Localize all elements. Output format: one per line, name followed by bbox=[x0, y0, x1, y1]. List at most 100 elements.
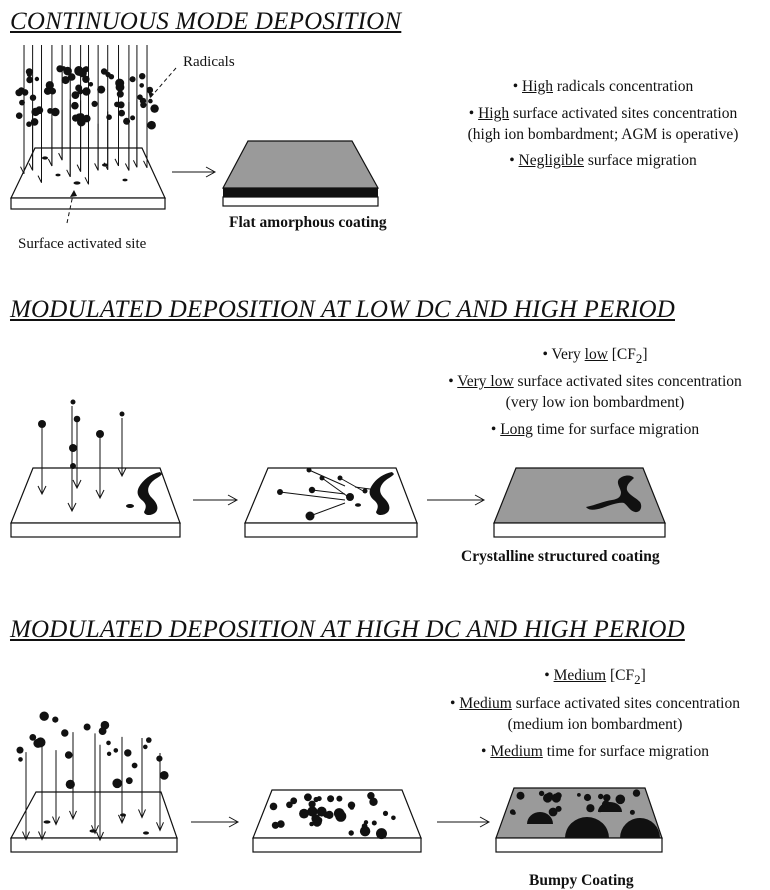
arrowhead bbox=[66, 45, 71, 178]
radical bbox=[304, 793, 312, 802]
radical bbox=[118, 109, 125, 117]
section2-heading: MODULATED DEPOSITION AT LOW DC AND HIGH … bbox=[10, 296, 675, 323]
arrowhead bbox=[91, 825, 99, 835]
radical bbox=[124, 749, 132, 757]
radical bbox=[307, 806, 318, 817]
nodule bbox=[538, 790, 545, 797]
section3-drawing bbox=[9, 711, 663, 853]
section2-bullet-2-detail: (very low ion bombardment) bbox=[505, 394, 685, 411]
arrowhead bbox=[132, 45, 138, 168]
radical bbox=[18, 757, 23, 762]
radical bbox=[115, 82, 125, 92]
radical bbox=[311, 814, 321, 823]
radical bbox=[30, 118, 39, 126]
radical bbox=[47, 108, 53, 114]
substrate-with-radicals bbox=[10, 45, 177, 224]
arrowhead bbox=[69, 810, 77, 821]
crystalline-structured-coating-illustration bbox=[493, 467, 666, 538]
section2-caption: Crystalline structured coating bbox=[461, 548, 660, 565]
radical bbox=[391, 815, 396, 821]
radical bbox=[16, 746, 24, 754]
radical bbox=[100, 68, 108, 75]
radical bbox=[64, 751, 73, 759]
nucleation-island bbox=[369, 472, 394, 515]
nodule bbox=[598, 808, 602, 813]
nucleation-island bbox=[137, 472, 162, 515]
arrowhead bbox=[76, 45, 82, 172]
radical bbox=[325, 810, 334, 820]
substrate-surface-migration bbox=[244, 467, 418, 538]
radical bbox=[269, 802, 278, 811]
radical bbox=[26, 121, 32, 127]
radical bbox=[290, 797, 298, 805]
radical bbox=[113, 748, 119, 753]
section3-caption: Bumpy Coating bbox=[529, 872, 634, 889]
section2-bullet-3: • Long time for surface migration bbox=[490, 421, 700, 438]
process-arrow bbox=[191, 816, 240, 828]
radical bbox=[71, 101, 79, 110]
radical bbox=[82, 66, 89, 73]
radical bbox=[316, 806, 327, 817]
radical bbox=[147, 120, 156, 130]
flat-amorphous-coating-illustration bbox=[222, 140, 380, 207]
radical bbox=[75, 84, 83, 92]
section3-bullet-1: • Medium [CF2] bbox=[544, 667, 646, 688]
radical bbox=[140, 101, 147, 109]
nodule bbox=[615, 794, 626, 805]
migrating-radicals bbox=[277, 467, 368, 521]
radical bbox=[333, 808, 345, 819]
nodule bbox=[577, 793, 581, 797]
substrate-radical-clustering bbox=[252, 789, 422, 853]
radical bbox=[271, 821, 279, 829]
arrowhead bbox=[84, 45, 90, 185]
nodule bbox=[551, 793, 561, 803]
radical bbox=[131, 762, 138, 769]
process-arrow bbox=[437, 816, 491, 828]
radical bbox=[61, 76, 70, 85]
radicals bbox=[38, 399, 134, 508]
radical bbox=[52, 716, 59, 723]
section1-drawing bbox=[10, 45, 380, 224]
radical-trajectories bbox=[22, 732, 164, 842]
radical bbox=[129, 76, 136, 83]
nodule bbox=[632, 789, 641, 797]
radical bbox=[108, 74, 115, 80]
radical bbox=[51, 107, 60, 117]
radical bbox=[19, 99, 25, 106]
radical bbox=[327, 795, 335, 803]
arrowhead bbox=[38, 831, 46, 841]
arrowhead bbox=[138, 809, 146, 819]
radical bbox=[61, 66, 66, 71]
radicals-leader bbox=[149, 67, 177, 99]
radicals-label: Radicals bbox=[183, 54, 235, 70]
radical bbox=[152, 107, 158, 113]
radical bbox=[97, 85, 106, 94]
radical bbox=[336, 795, 343, 802]
arrowhead bbox=[22, 831, 30, 841]
radical bbox=[130, 115, 136, 121]
radical bbox=[143, 744, 148, 750]
radical bbox=[82, 75, 90, 84]
nodule bbox=[546, 792, 553, 799]
nodule bbox=[586, 804, 595, 813]
radical bbox=[277, 820, 285, 828]
process-arrow bbox=[193, 494, 239, 506]
radical bbox=[308, 800, 316, 808]
arrowhead bbox=[58, 45, 63, 161]
radical bbox=[371, 820, 377, 826]
arrowhead bbox=[118, 814, 126, 825]
arrowhead bbox=[114, 45, 120, 167]
section2-bullet-1: • Very low [CF2] bbox=[542, 346, 648, 367]
radical bbox=[359, 826, 371, 837]
migration-paths bbox=[279, 469, 378, 517]
bumpy-coating-illustration bbox=[495, 787, 663, 853]
radical bbox=[139, 73, 146, 80]
arrowhead bbox=[28, 45, 34, 171]
bumps bbox=[527, 802, 660, 838]
radical bbox=[65, 779, 75, 790]
radical bbox=[15, 112, 23, 119]
section1-bullet-2: • High surface activated sites concentra… bbox=[468, 105, 738, 122]
radical bbox=[123, 117, 131, 125]
radical bbox=[376, 828, 387, 840]
